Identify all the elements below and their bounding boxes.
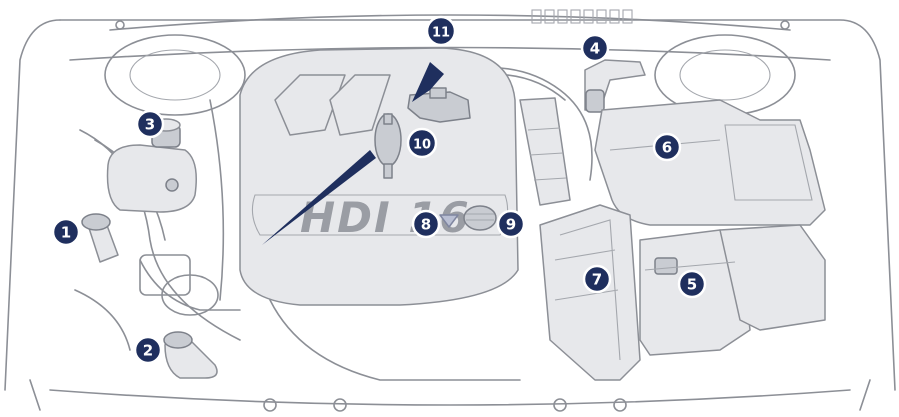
svg-text:11: 11 [432,26,450,41]
svg-text:6: 6 [662,139,672,157]
marker-4: 4 [582,35,608,61]
washer-fluid-filler [82,214,118,262]
fuse-box [540,205,640,380]
svg-text:8: 8 [421,216,431,234]
marker-5: 5 [679,271,705,297]
svg-text:7: 7 [592,271,602,289]
svg-text:1: 1 [61,224,71,242]
engine-cover: HDI 16 [240,48,518,305]
marker-11: 11 [427,17,455,45]
marker-7: 7 [584,266,610,292]
svg-text:5: 5 [687,276,697,294]
marker-2: 2 [135,337,161,363]
battery [640,225,825,355]
fuel-filter-component [585,60,645,112]
intake-duct [520,98,570,205]
marker-10: 10 [408,129,436,157]
oil-filler-cap [464,206,496,230]
svg-text:10: 10 [413,138,431,153]
marker-3: 3 [137,111,163,137]
marker-9: 9 [498,211,524,237]
brake-fluid-reservoir [164,332,217,378]
marker-8: 8 [413,211,439,237]
air-filter-housing [595,100,825,225]
svg-text:9: 9 [506,216,516,234]
svg-text:2: 2 [143,342,153,360]
marker-1: 1 [53,219,79,245]
marker-6: 6 [654,134,680,160]
svg-text:4: 4 [590,40,600,58]
svg-text:3: 3 [145,116,155,134]
